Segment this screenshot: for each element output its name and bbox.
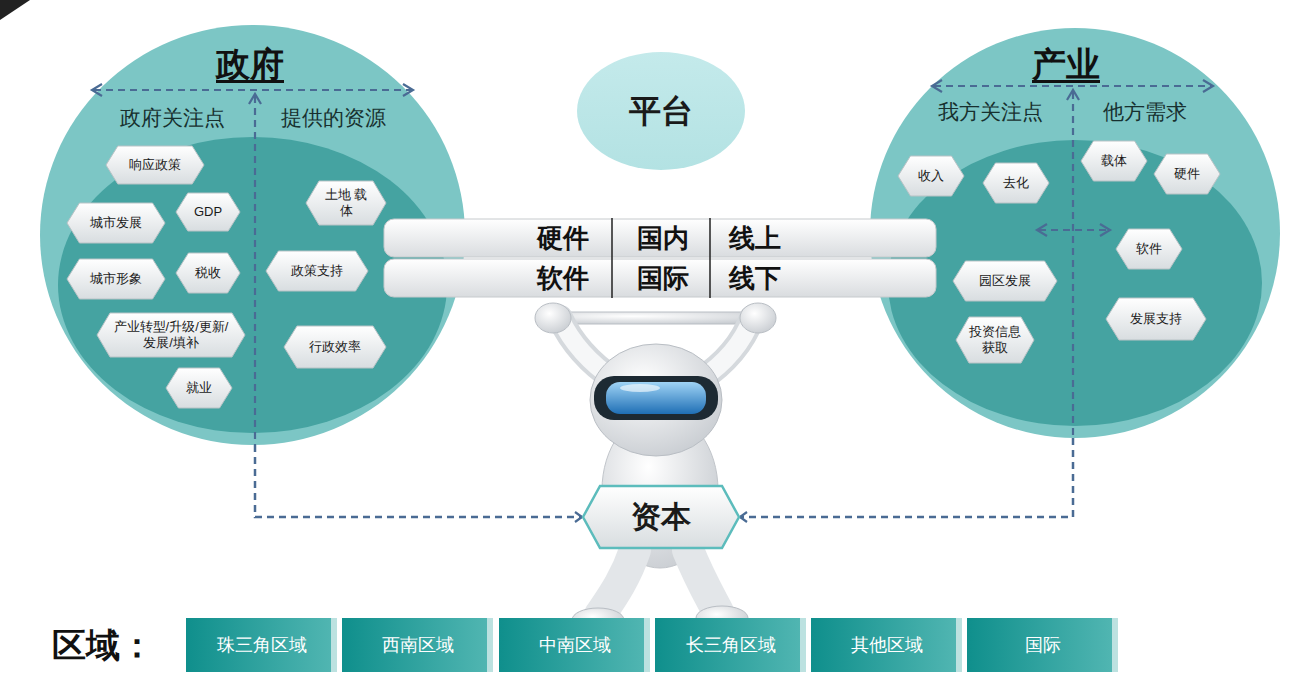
region-node: 中南区域 [499,618,650,672]
oval-node: 平台 [577,52,745,170]
hex-node: 土地 载体 [305,180,387,226]
hex-node: 载体 [1080,140,1148,182]
cap-node: 资本 [582,485,740,549]
band-cell: 线上 [710,218,800,258]
band-cell: 线下 [710,258,800,298]
band-node: 软件国际线下 [383,258,937,298]
dashed-connector [740,438,1073,517]
hex-node: 去化 [982,162,1050,204]
hex-label: 就业 [179,380,219,396]
region-label: 其他区域 [821,634,952,657]
region-label: 珠三角区域 [196,634,327,657]
region-node: 珠三角区域 [186,618,337,672]
hex-label: 去化 [996,175,1036,191]
group-heading: 政府 [130,42,370,86]
band-cell: 国际 [618,258,708,298]
region-node: 国际 [967,618,1118,672]
hex-label: 政策支持 [279,263,355,279]
band-cell: 软件 [518,258,608,298]
region-label: 中南区域 [509,634,640,657]
hex-node: 行政效率 [283,325,387,369]
hex-label: 收入 [911,168,951,184]
hex-label: 软件 [1129,241,1169,257]
hex-node: 响应政策 [105,145,205,185]
hex-label: 城市发展 [80,215,152,231]
hex-label: 产业转型/升级/更新/发展/填补 [110,319,232,352]
region-label: 长三角区域 [665,634,796,657]
column-heading: 我方关注点 [870,98,1110,125]
band-cell: 国内 [618,218,708,258]
hex-label: GDP [189,204,227,220]
band-node: 硬件国内线上 [383,218,937,258]
section-label: 区域： [52,620,154,670]
hex-node: GDP [175,192,241,232]
dashed-connector [255,445,582,517]
hex-label: 园区发展 [966,273,1044,289]
hex-node: 收入 [897,155,965,197]
region-label: 西南区域 [352,634,483,657]
hex-label: 载体 [1094,153,1134,169]
hex-node: 产业转型/升级/更新/发展/填补 [96,312,246,358]
hex-label: 税收 [189,265,227,281]
hex-node: 税收 [175,252,241,294]
hex-label: 城市形象 [80,271,152,287]
region-node: 其他区域 [811,618,962,672]
region-node: 长三角区域 [655,618,806,672]
hex-node: 就业 [165,367,233,409]
group-heading: 产业 [946,42,1186,86]
column-heading: 他方需求 [1025,98,1265,125]
hex-label: 发展支持 [1119,311,1193,327]
column-heading: 提供的资源 [213,104,453,131]
hex-label: 投资信息获取 [969,324,1021,357]
hex-label: 响应政策 [119,157,191,173]
oval-label: 平台 [587,91,735,131]
hex-label: 硬件 [1167,166,1207,182]
region-label: 国际 [977,634,1108,657]
cap-label: 资本 [592,498,730,536]
hex-node: 园区发展 [952,260,1058,302]
hex-label: 土地 载体 [319,187,373,220]
hex-node: 软件 [1115,228,1183,270]
hex-node: 投资信息获取 [955,316,1035,364]
hex-node: 城市形象 [66,258,166,300]
region-node: 西南区域 [342,618,493,672]
hex-node: 政策支持 [265,250,369,292]
column-heading: 政府关注点 [52,104,292,131]
band-cell: 硬件 [518,218,608,258]
hex-label: 行政效率 [297,339,373,355]
hex-node: 硬件 [1153,153,1221,195]
hex-node: 城市发展 [66,202,166,244]
hex-node: 发展支持 [1105,297,1207,341]
